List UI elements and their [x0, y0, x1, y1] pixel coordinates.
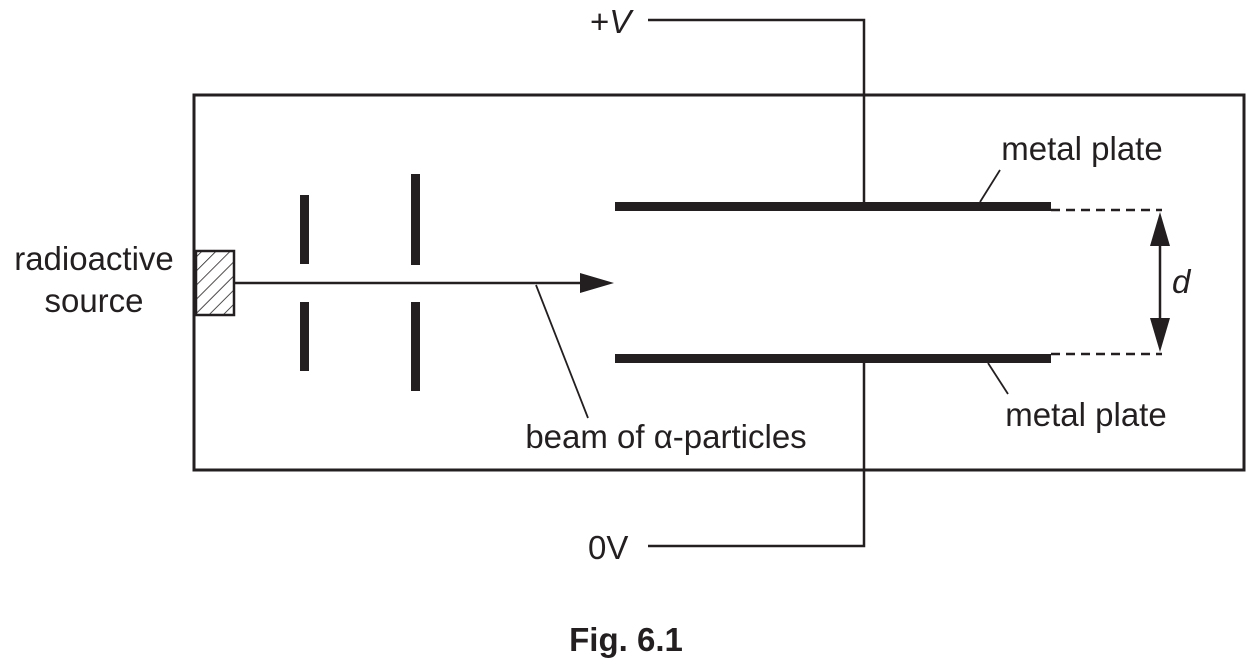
- beam-leader-line: [535, 284, 589, 419]
- alpha-beam-arrowhead: [580, 273, 614, 293]
- slit-1-upper: [300, 195, 309, 264]
- positive-voltage-label: +V: [590, 3, 634, 40]
- slit-2-lower: [411, 302, 420, 391]
- separation-label: d: [1172, 263, 1192, 300]
- slit-1-lower: [300, 302, 309, 371]
- bottom-metal-plate: [615, 354, 1051, 363]
- top-plate-leader-line: [979, 169, 1001, 203]
- vacuum-chamber: [192, 93, 1246, 472]
- zero-voltage-label: 0V: [588, 529, 628, 566]
- figure-caption: Fig. 6.1: [569, 621, 683, 658]
- slit-2-upper: [411, 174, 420, 265]
- zero-volt-wire: [648, 358, 866, 548]
- source-label-line1: radioactive: [14, 240, 174, 277]
- top-plate-label: metal plate: [1001, 130, 1162, 167]
- beam-label: beam of α-particles: [525, 418, 806, 455]
- radioactive-source-block: [194, 249, 236, 317]
- bottom-plate-label: metal plate: [1005, 396, 1166, 433]
- positive-sign: +: [590, 3, 609, 40]
- voltage-symbol: V: [609, 3, 634, 40]
- source-label-line2: source: [44, 282, 143, 319]
- separation-arrowhead-down: [1150, 318, 1170, 352]
- top-metal-plate: [615, 202, 1051, 211]
- separation-arrowhead-up: [1150, 212, 1170, 246]
- positive-supply-wire: [648, 18, 866, 206]
- bottom-plate-leader-line: [987, 362, 1009, 395]
